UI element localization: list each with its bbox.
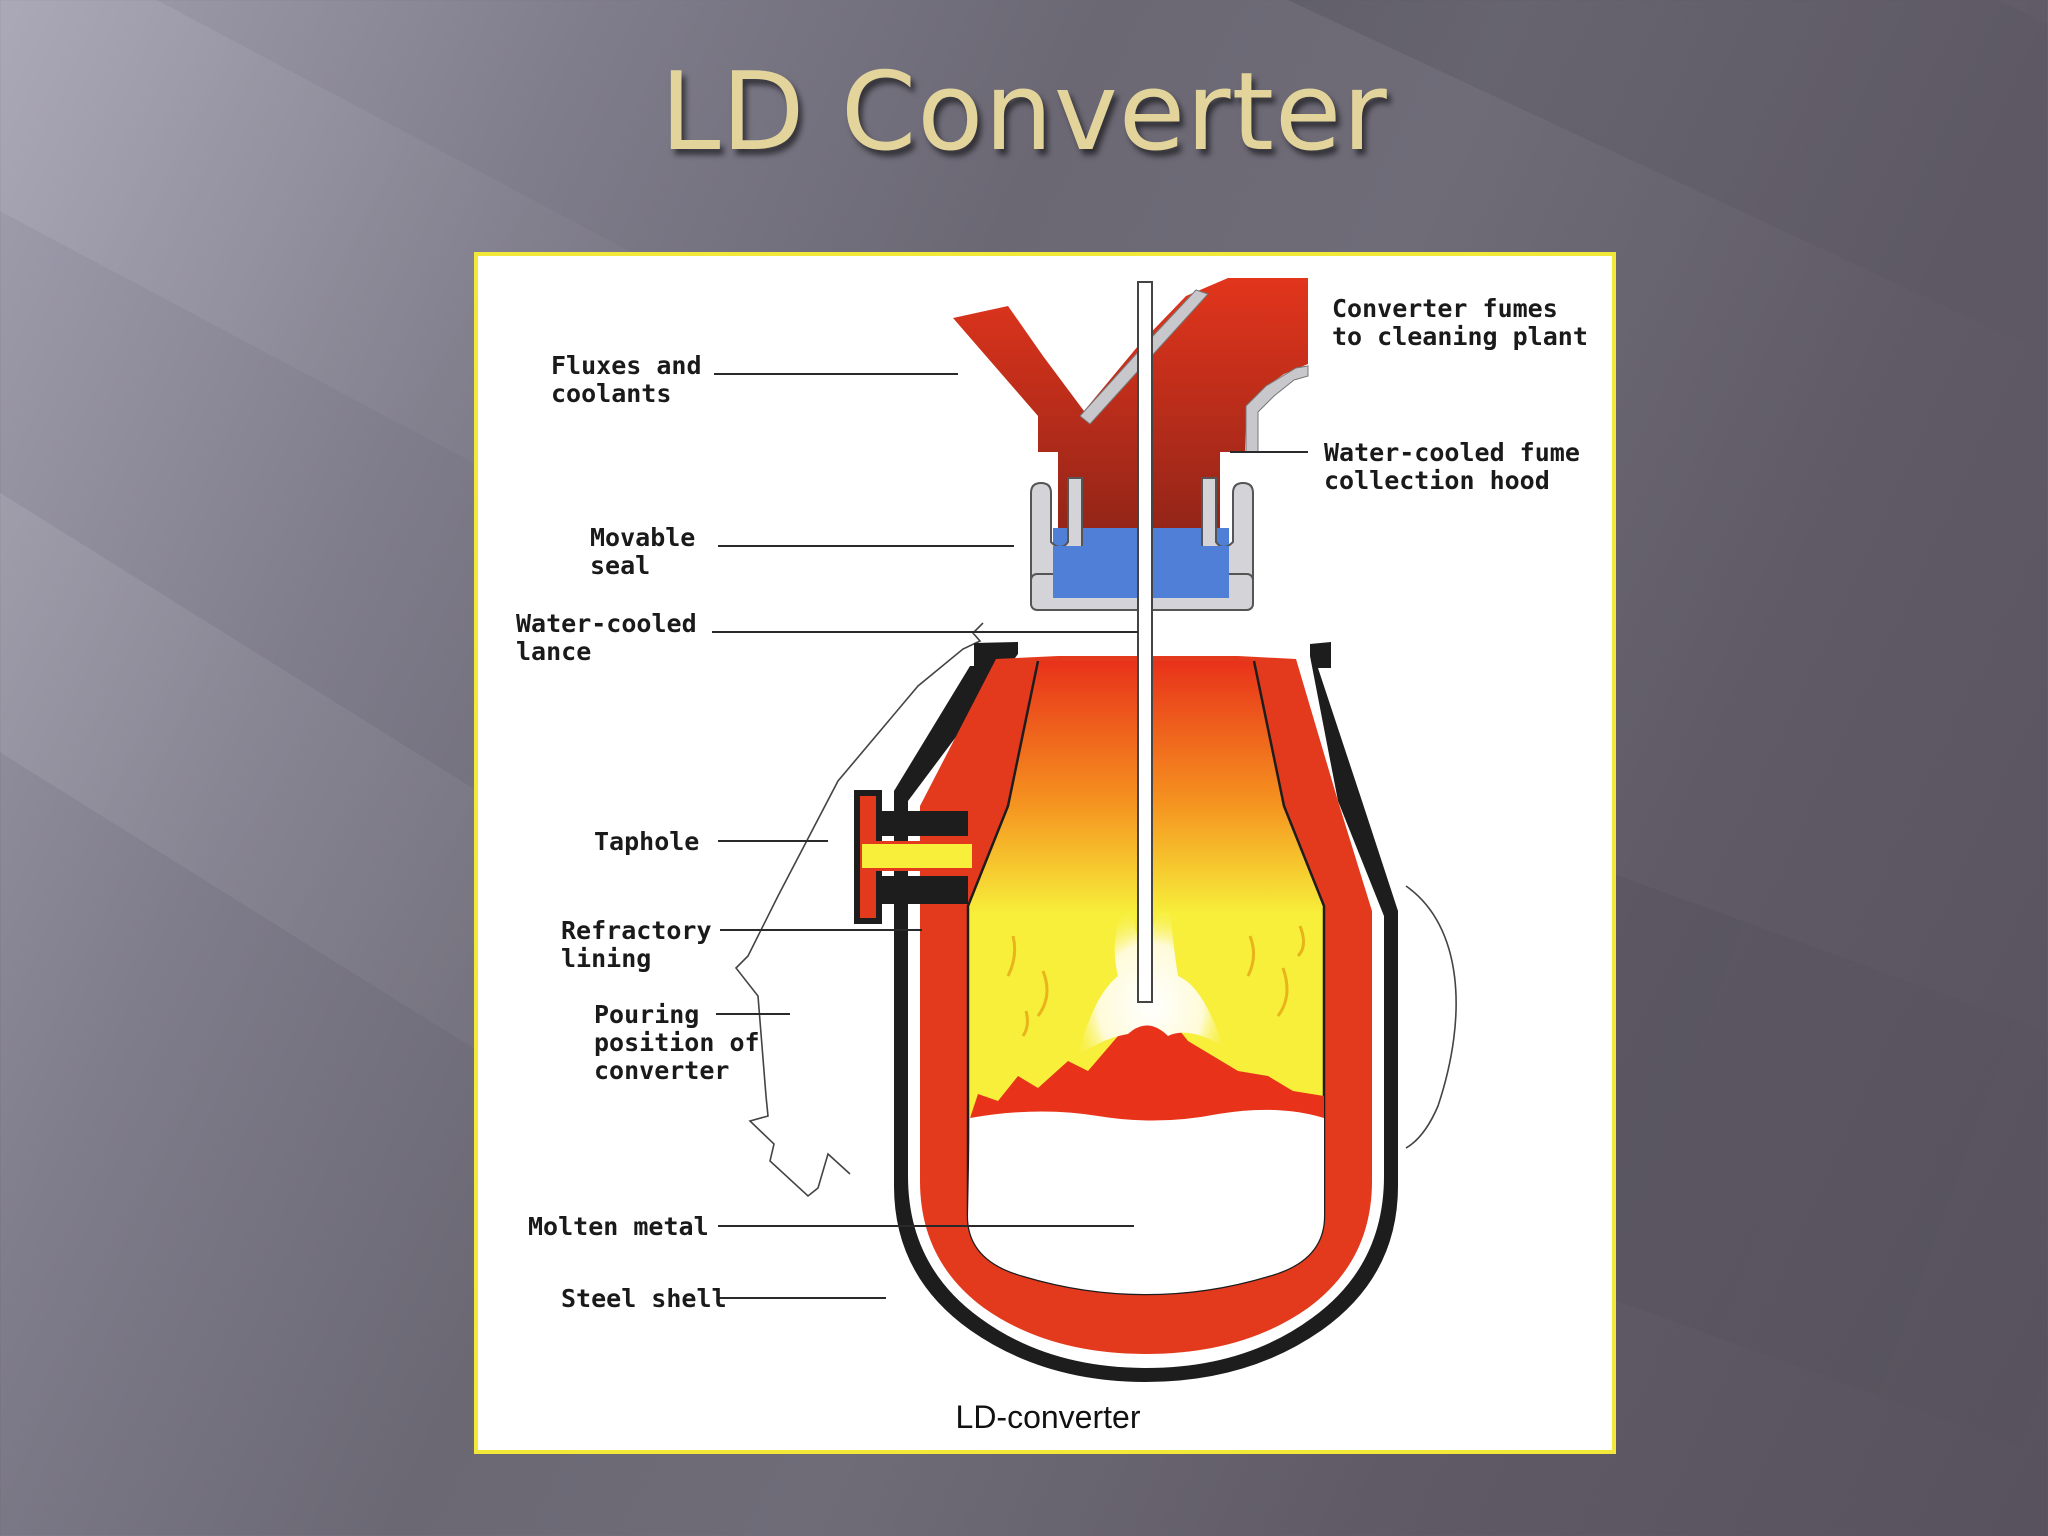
taphole [854, 790, 968, 924]
label-taphole: Taphole [594, 827, 699, 856]
label-molten-metal: Molten metal [528, 1212, 709, 1241]
fume-hood-duct [953, 278, 1308, 546]
pouring-position-outline [734, 622, 984, 1198]
diagram-caption: LD-converter [956, 1399, 1141, 1435]
molten-metal [968, 1107, 1324, 1294]
water-cooled-lance [1137, 281, 1153, 1003]
pouring-position-outline-right [1405, 885, 1457, 1149]
slide-title: LD Converter [660, 50, 1388, 175]
label-steel-shell: Steel shell [561, 1284, 727, 1313]
fume-hood-right-wall [1245, 365, 1309, 453]
slag-reaction-zone [970, 996, 1324, 1121]
steel-shell [894, 642, 1398, 1382]
flame-wisps [1006, 925, 1305, 1037]
taphole-bore [862, 844, 972, 868]
